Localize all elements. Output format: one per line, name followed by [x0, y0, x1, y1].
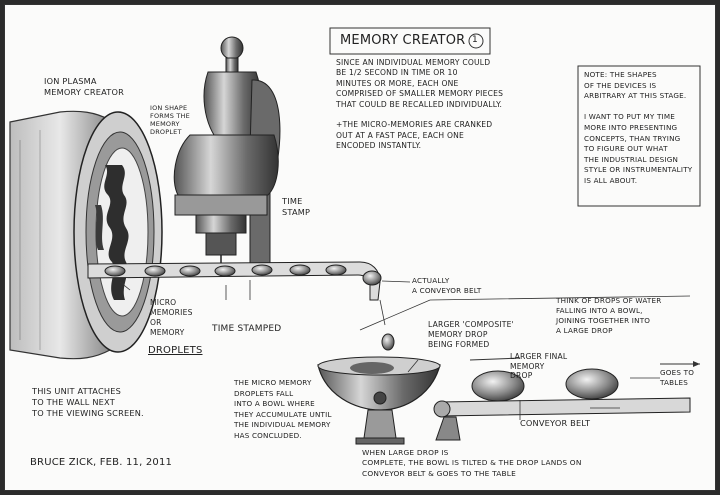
label-composite: LARGER 'COMPOSITE' MEMORY DROP BEING FOR…	[428, 320, 514, 349]
final-conveyor	[433, 357, 700, 441]
label-micro-memories: MICRO MEMORIES OR MEMORY	[150, 298, 193, 337]
label-goes-to-tables: GOES TO TABLES	[660, 368, 695, 387]
description-text: SINCE AN INDIVIDUAL MEMORY COULD BE 1/2 …	[336, 58, 504, 151]
label-time-stamp: TIME STAMP	[282, 196, 311, 217]
label-bowl-explanation: THE MICRO MEMORY DROPLETS FALL INTO A BO…	[234, 378, 332, 440]
note-text: NOTE: THE SHAPES OF THE DEVICES IS ARBIT…	[584, 70, 693, 185]
title: MEMORY CREATOR	[340, 33, 466, 48]
time-stamp-device	[173, 36, 281, 268]
label-ion-plasma: ION PLASMA MEMORY CREATOR	[44, 76, 124, 97]
pointer-lines	[119, 280, 691, 420]
title-badge: 1	[472, 35, 478, 45]
title-box	[329, 27, 491, 55]
label-think-of: THINK OF DROPS OF WATER FALLING INTO A B…	[556, 296, 662, 335]
label-larger-final: LARGER FINAL MEMORY DROP	[510, 352, 568, 380]
label-conveyor-belt: CONVEYOR BELT	[520, 418, 591, 428]
label-bottom-caption: WHEN LARGE DROP IS COMPLETE, THE BOWL IS…	[362, 448, 582, 478]
label-attaches: THIS UNIT ATTACHES TO THE WALL NEXT TO T…	[32, 386, 144, 418]
ion-plasma-device	[9, 110, 163, 360]
signature: BRUCE ZICK, FEB. 11, 2011	[30, 457, 173, 468]
note-box	[577, 65, 701, 207]
label-ion-shape: ION SHAPE FORMS THE MEMORY DROPLET	[150, 104, 190, 136]
memory-bowl	[317, 356, 441, 445]
label-actually-conveyor: ACTUALLY A CONVEYOR BELT	[412, 276, 482, 295]
title-badge-circle	[468, 33, 484, 49]
label-time-stamped: TIME STAMPED	[212, 324, 282, 334]
micro-memory-conveyor	[87, 261, 395, 351]
label-droplets: DROPLETS	[148, 345, 203, 356]
frame	[4, 4, 716, 491]
